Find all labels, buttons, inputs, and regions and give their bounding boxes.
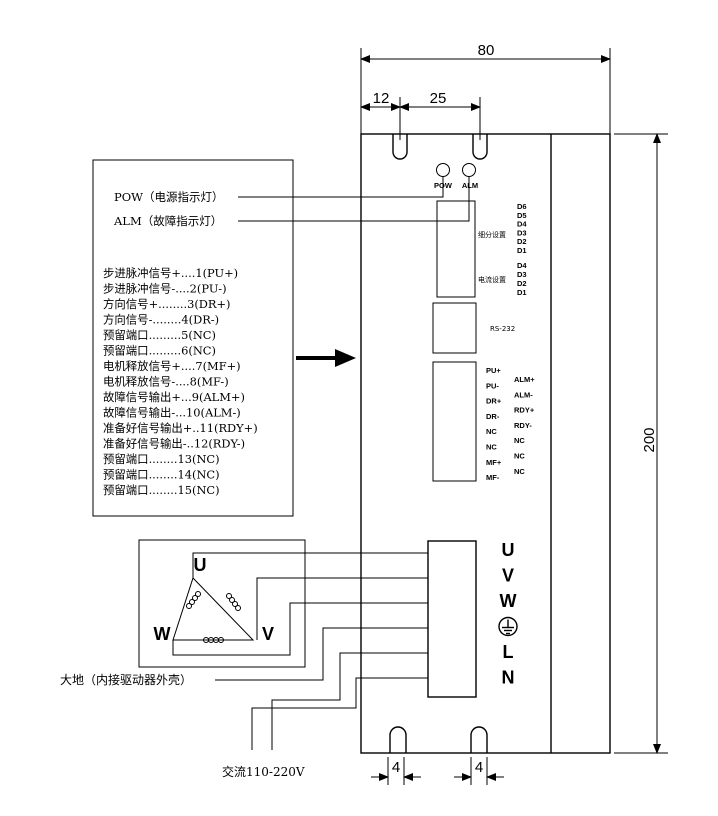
pin-list-item: 准备好信号输出-..12(RDY-) [103,437,245,451]
signal-pin-label: NC [486,443,497,452]
signal-pin-label: PU+ [486,366,501,375]
power-terminal-label: N [502,668,515,688]
pin-list-item: 故障信号输出-...10(ALM-) [103,406,241,420]
pin-list-item: 预留端口........13(NC) [103,452,220,466]
signal-pin-label: RDY- [514,421,532,430]
signal-pin-label: DR+ [486,397,502,406]
wiring [172,552,428,750]
dimension-height: 200 [614,133,668,754]
power-terminal-label: U [502,540,515,560]
subdivision-switch-label: D5 [517,211,527,220]
current-switch-label: D3 [517,270,527,279]
current-switch-label: D2 [517,279,527,288]
pin-list-item: 电机释放信号+....7(MF+) [103,359,241,373]
led-callouts: POW（电源指示灯） ALM（故障指示灯） [113,177,470,228]
subdivision-switch-label: D1 [517,246,527,255]
signal-pin-label: MF+ [486,458,502,467]
dimension-top: 80 12 25 [360,42,611,140]
dim-height-label: 200 [641,427,658,452]
pin-list-item: 方向信号+........3(DR+) [103,297,230,311]
signal-connector: PU+ PU- DR+ DR- NC NC MF+ MF- ALM+ ALM- RDY+ RDY- N… [432,361,535,482]
alm-led-icon [462,163,476,177]
pin-list-item: 预留端口........14(NC) [103,468,220,482]
power-terminal-label: W [500,591,517,611]
dim-offset-label: 12 [373,90,390,107]
motor-u-label: U [194,555,207,575]
dim-slot-spacing-label: 25 [430,90,447,107]
dim-width-label: 80 [478,42,495,59]
pin-list-item: 预留端口.........5(NC) [103,328,216,342]
motor-v-label: V [262,624,274,644]
current-switch-label: D1 [517,288,527,297]
subdivision-switch-label: D4 [517,220,527,229]
motor-w-label: W [154,624,171,644]
pin-list-item: 方向信号-........4(DR-) [103,313,219,327]
signal-pin-right-list: ALM+ ALM- RDY+ RDY- NC NC NC [514,375,535,476]
pin-list-item: 电机释放信号-....8(MF-) [103,375,229,389]
alm-callout-label: ALM（故障指示灯） [113,214,222,228]
dimension-bottom: 4 4 [371,757,504,785]
rs232-label: RS-232 [490,325,515,333]
signal-pin-label: NC [514,436,525,445]
ground-callout-label: 大地（内接驱动器外壳） [60,672,192,687]
driver-body [360,133,611,754]
pin-list-panel: 步进脉冲信号+....1(PU+) 步进脉冲信号-....2(PU-)方向信号+.… [92,159,294,517]
current-setting-label: 电流设置 [478,275,506,284]
arrow-to-connector [296,349,356,367]
pin-list-item: 预留端口........15(NC) [103,483,220,497]
pow-led-icon [436,163,450,177]
signal-pin-label: RDY+ [514,406,535,415]
pin-list-item: 步进脉冲信号-....2(PU-) [103,282,227,296]
earth-ground-icon [498,616,518,637]
signal-pin-label: NC [486,427,497,436]
subdivision-setting-label: 细分设置 [478,230,506,239]
pin-list-item: 故障信号输出+...9(ALM+) [103,390,245,404]
signal-pin-label: NC [514,467,525,476]
signal-pin-label: PU- [486,381,499,390]
signal-pin-left-list: PU+ PU- DR+ DR- NC NC MF+ MF- [486,366,502,482]
subdivision-switch-label: D3 [517,228,527,237]
pin-list-item: 预留端口.........6(NC) [103,344,216,358]
power-terminal-block: UVW LN [427,540,518,698]
signal-pin-label: MF- [486,473,500,482]
power-terminal-label: L [503,642,514,662]
pow-callout-label: POW（电源指示灯） [114,190,224,204]
led-indicators: POW ALM [434,163,478,190]
pin-list: 步进脉冲信号+....1(PU+) 步进脉冲信号-....2(PU-)方向信号+.… [103,266,258,497]
pin-list-item: 准备好信号输出+..11(RDY+) [103,421,258,435]
power-terminal-list: UVW LN [498,540,518,688]
signal-pin-label: ALM- [514,390,533,399]
signal-pin-label: DR- [486,412,500,421]
subdivision-switch-label: D6 [517,202,527,211]
motor-schematic: U W V [138,539,306,668]
ac-input-label: 交流110-220V [222,764,305,779]
rs232-port: RS-232 [432,302,515,354]
alm-led-label: ALM [462,181,478,190]
signal-pin-label: NC [514,452,525,461]
pin-list-item: 步进脉冲信号+....1(PU+) [103,266,238,280]
current-switch-label: D4 [517,261,527,270]
dim-bottom-left-label: 4 [392,759,400,776]
signal-pin-label: ALM+ [514,375,535,384]
power-terminal-label: V [502,566,514,586]
subdivision-switch-label: D2 [517,237,527,246]
dim-bottom-right-label: 4 [475,759,483,776]
